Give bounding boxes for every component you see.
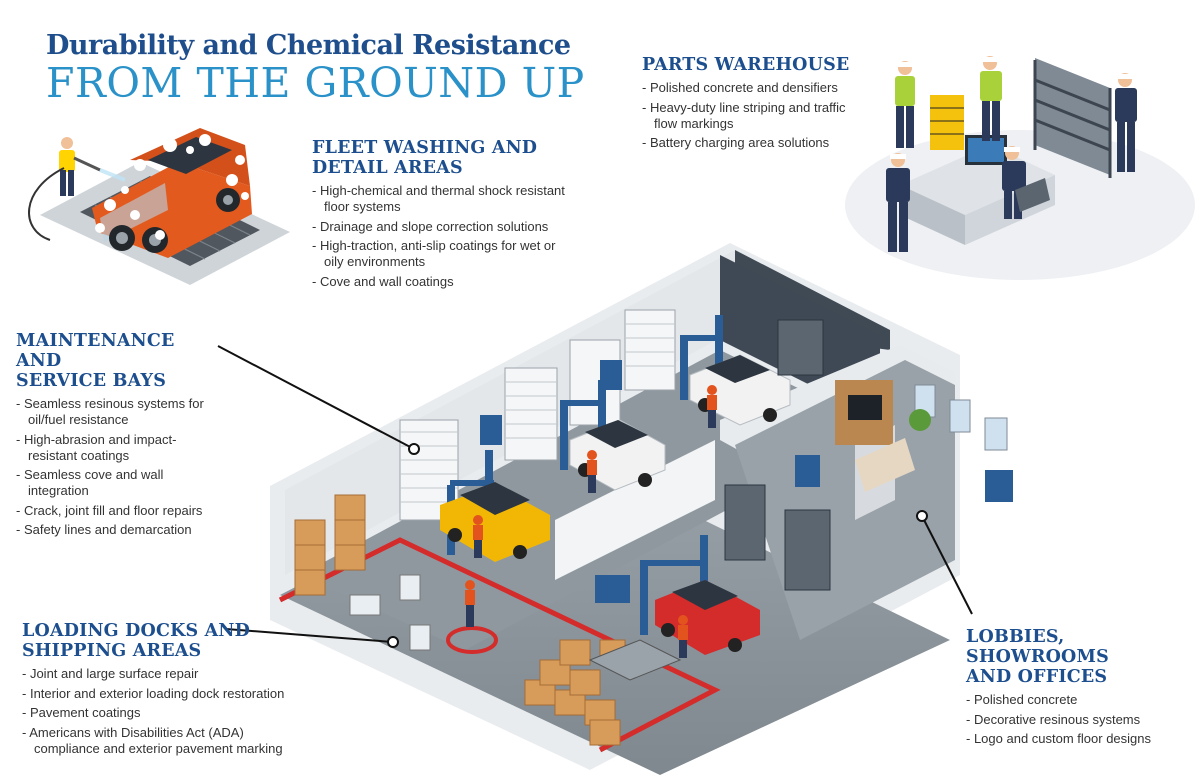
- title-line-1: Durability and Chemical Resistance: [46, 30, 571, 61]
- list-item: Decorative resinous systems: [966, 712, 1196, 728]
- building-illustration: [270, 243, 1013, 775]
- list-item: Heavy-duty line striping and traffic flo…: [642, 100, 867, 132]
- section-fleet-washing: FLEET WASHING AND DETAIL AREAS High-chem…: [312, 138, 577, 293]
- bullet-list: High-chemical and thermal shock resistan…: [312, 183, 577, 290]
- list-item: Logo and custom floor designs: [966, 731, 1196, 747]
- worker-figure: [1115, 73, 1137, 172]
- loading-callout-line: [225, 628, 394, 643]
- section-maintenance-bays: MAINTENANCE AND SERVICE BAYS Seamless re…: [16, 331, 216, 542]
- worker-figure: [1002, 146, 1026, 219]
- heading-line: SHIPPING AREAS: [22, 641, 202, 661]
- lobbies-callout-line: [921, 515, 973, 615]
- heading-line: AND OFFICES: [966, 667, 1108, 687]
- parts-warehouse-illustration: [845, 56, 1195, 280]
- list-item: Seamless resinous systems for oil/fuel r…: [16, 396, 216, 428]
- list-item: High-traction, anti-slip coatings for we…: [312, 238, 577, 270]
- list-item: Joint and large surface repair: [22, 666, 312, 682]
- yellow-car: [440, 482, 550, 562]
- title-line-2: FROM THE GROUND UP: [46, 59, 585, 107]
- bullet-list: Polished concrete Decorative resinous sy…: [966, 692, 1196, 747]
- heading-line: FLEET WASHING AND: [312, 138, 538, 158]
- list-item: Polished concrete and densifiers: [642, 80, 867, 96]
- list-item: Polished concrete: [966, 692, 1196, 708]
- list-item: High-abrasion and impact-resistant coati…: [16, 432, 216, 464]
- bullet-list: Seamless resinous systems for oil/fuel r…: [16, 396, 216, 538]
- section-heading: PARTS WAREHOUSE: [642, 55, 867, 75]
- maintenance-callout-line: [217, 345, 415, 450]
- section-heading: LOADING DOCKS AND SHIPPING AREAS: [22, 621, 312, 661]
- section-lobbies-showrooms: LOBBIES, SHOWROOMS AND OFFICES Polished …: [966, 627, 1196, 751]
- worker-figure: [980, 56, 1002, 141]
- callout-lines: [217, 345, 973, 648]
- list-item: Crack, joint fill and floor repairs: [16, 503, 216, 519]
- list-item: Safety lines and demarcation: [16, 522, 216, 538]
- section-loading-docks: LOADING DOCKS AND SHIPPING AREAS Joint a…: [22, 621, 312, 760]
- loading-callout-dot: [387, 636, 399, 648]
- section-parts-warehouse: PARTS WAREHOUSE Polished concrete and de…: [642, 55, 867, 155]
- list-item: Pavement coatings: [22, 705, 312, 721]
- list-item: Americans with Disabilities Act (ADA) co…: [22, 725, 312, 757]
- lobbies-callout-dot: [916, 510, 928, 522]
- list-item: Cove and wall coatings: [312, 274, 577, 290]
- worker-figure: [886, 153, 910, 252]
- list-item: Drainage and slope correction solutions: [312, 219, 577, 235]
- list-item: High-chemical and thermal shock resistan…: [312, 183, 577, 215]
- section-heading: MAINTENANCE AND SERVICE BAYS: [16, 331, 216, 391]
- list-item: Interior and exterior loading dock resto…: [22, 686, 312, 702]
- list-item: Battery charging area solutions: [642, 135, 867, 151]
- heading-line: DETAIL AREAS: [312, 158, 463, 178]
- maintenance-callout-dot: [408, 443, 420, 455]
- heading-line: SERVICE BAYS: [16, 371, 167, 391]
- worker-figure: [895, 61, 915, 148]
- bullet-list: Polished concrete and densifiers Heavy-d…: [642, 80, 867, 151]
- heading-line: LOBBIES, SHOWROOMS: [966, 627, 1109, 667]
- heading-line: PARTS WAREHOUSE: [642, 55, 850, 75]
- heading-line: LOADING DOCKS AND: [22, 621, 250, 641]
- section-heading: FLEET WASHING AND DETAIL AREAS: [312, 138, 577, 178]
- bullet-list: Joint and large surface repair Interior …: [22, 666, 312, 757]
- list-item: Seamless cove and wall integration: [16, 467, 216, 499]
- section-heading: LOBBIES, SHOWROOMS AND OFFICES: [966, 627, 1196, 687]
- heading-line: MAINTENANCE AND: [16, 331, 175, 371]
- car-wash-illustration: [28, 128, 290, 285]
- page-title: Durability and Chemical Resistance FROM …: [46, 30, 585, 107]
